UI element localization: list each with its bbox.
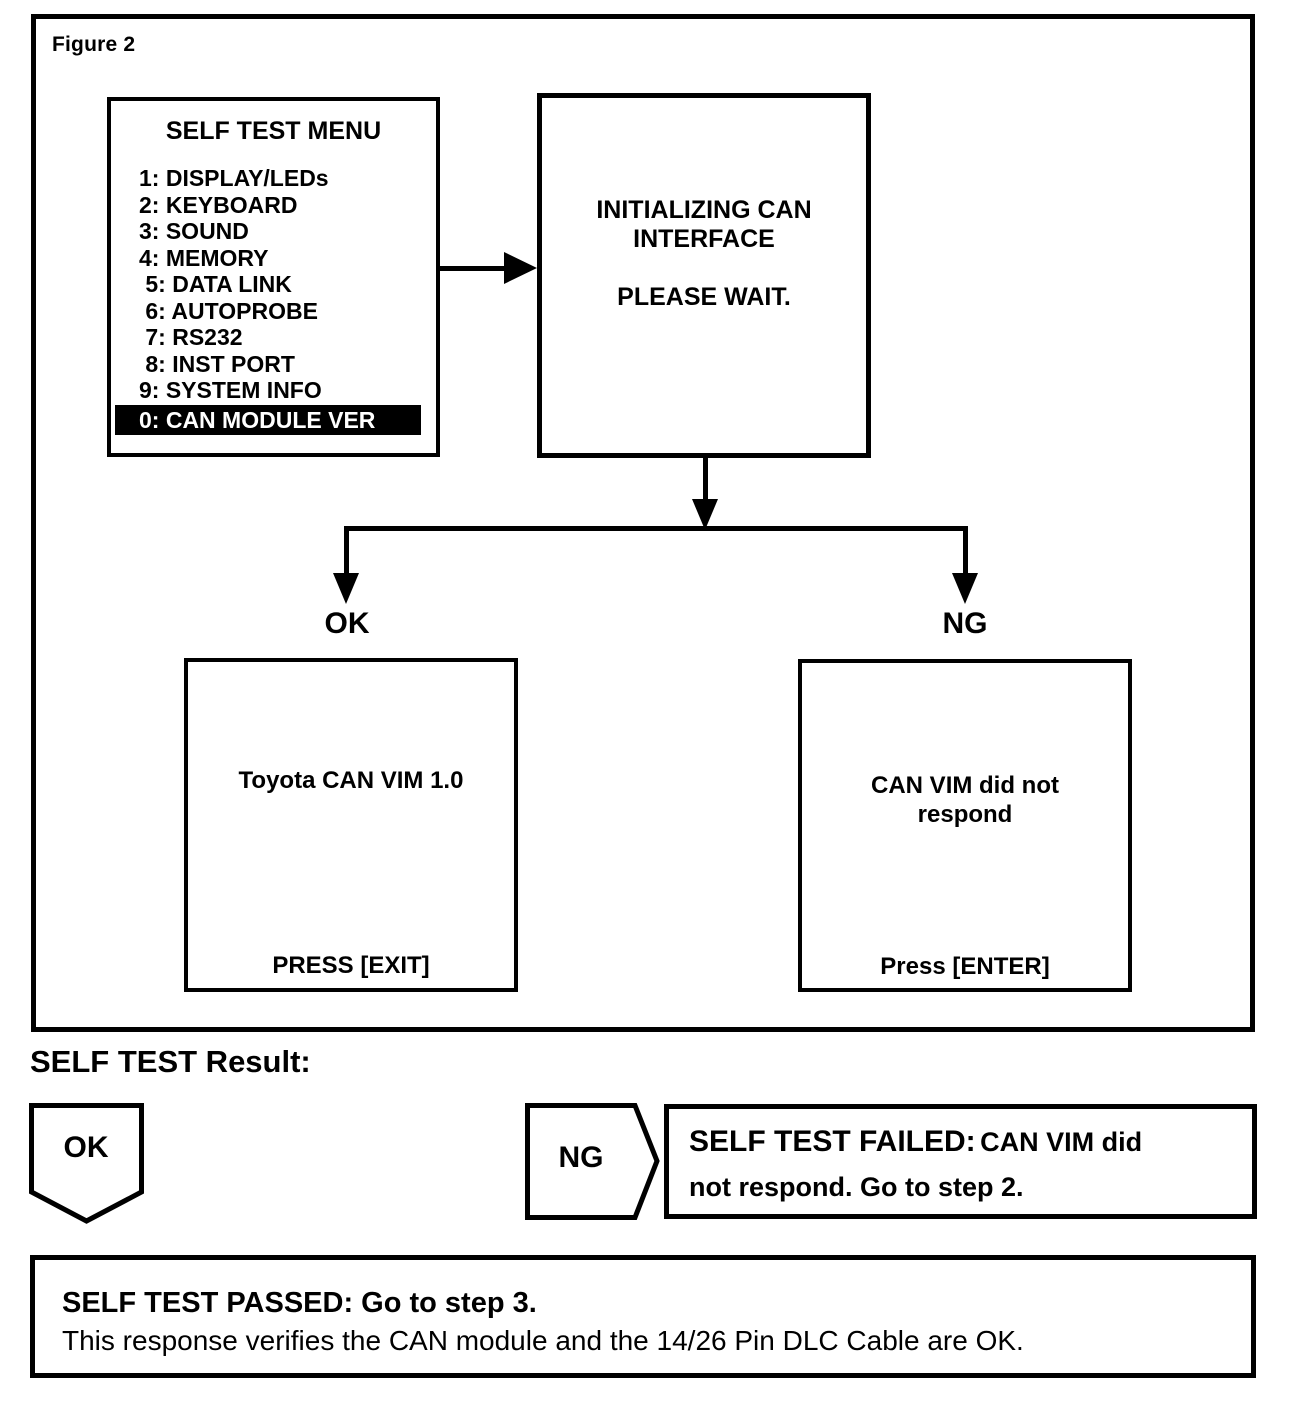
menu-item-6: 6: AUTOPROBE — [139, 297, 318, 324]
arrowhead-down-ng-icon — [952, 573, 978, 604]
ng-result-tag: NG — [525, 1103, 661, 1220]
connector-ok-down — [344, 528, 349, 575]
ng-pentagon-icon — [525, 1103, 660, 1220]
menu-item-2: 2: KEYBOARD — [139, 191, 298, 218]
ok-result-message: Toyota CAN VIM 1.0 — [238, 767, 464, 794]
ok-result-screen: Toyota CAN VIM 1.0 PRESS [EXIT] — [184, 658, 518, 992]
arrowhead-right-icon — [504, 252, 537, 284]
ok-tag-label: OK — [63, 1131, 109, 1164]
ok-result-action: PRESS [EXIT] — [272, 952, 430, 979]
init-wait-text: PLEASE WAIT. — [617, 283, 791, 311]
passed-text: This response verifies the CAN module an… — [62, 1325, 1024, 1356]
self-test-passed-box: SELF TEST PASSED: Go to step 3. This res… — [30, 1255, 1256, 1378]
menu-item-0-selected: 0: CAN MODULE VER — [115, 404, 421, 435]
connector-menu-to-init — [438, 266, 508, 271]
connector-branch-horizontal — [344, 526, 968, 531]
connector-init-down — [703, 456, 708, 502]
menu-title: SELF TEST MENU — [165, 117, 382, 145]
failed-text-line1: SELF TEST FAILED: CAN VIM did — [689, 1122, 1252, 1167]
failed-text-line2: not respond. Go to step 2. — [689, 1172, 1024, 1202]
menu-item-3: 3: SOUND — [139, 218, 249, 244]
menu-item-4: 4: MEMORY — [139, 244, 269, 271]
figure-label: Figure 2 — [52, 33, 136, 56]
menu-item-5: 5: DATA LINK — [139, 271, 292, 297]
arrowhead-down-center-icon — [692, 499, 718, 530]
menu-item-9: 9: SYSTEM INFO — [139, 377, 322, 403]
failed-title: SELF TEST FAILED: — [689, 1125, 976, 1158]
failed-text-line1-rest: CAN VIM did — [980, 1127, 1143, 1157]
init-heading: INITIALIZING CAN INTERFACE — [542, 196, 866, 253]
menu-item-7: 7: RS232 — [139, 324, 243, 350]
branch-label-ok: OK — [324, 607, 370, 640]
menu-item-list: 1: DISPLAY/LEDs 2: KEYBOARD 3: SOUND 4: … — [115, 165, 430, 435]
ng-result-message-line1: CAN VIM did not — [871, 772, 1059, 799]
ok-result-tag: OK — [29, 1103, 145, 1224]
ng-result-screen: CAN VIM did not respond Press [ENTER] — [798, 659, 1132, 992]
passed-title: SELF TEST PASSED: Go to step 3. — [62, 1287, 537, 1319]
ng-tag-label: NG — [558, 1141, 604, 1174]
initializing-screen: INITIALIZING CAN INTERFACE PLEASE WAIT. — [537, 93, 871, 458]
self-test-menu-screen: SELF TEST MENU 1: DISPLAY/LEDs 2: KEYBOA… — [107, 97, 440, 457]
menu-item-8: 8: INST PORT — [139, 350, 295, 377]
ng-result-message: CAN VIM did not respond — [802, 771, 1128, 829]
figure-frame — [31, 14, 1255, 1032]
menu-item-1: 1: DISPLAY/LEDs — [139, 165, 329, 191]
branch-label-ng: NG — [942, 607, 988, 640]
ng-result-action: Press [ENTER] — [880, 953, 1050, 980]
init-heading-line1: INITIALIZING CAN — [596, 196, 812, 224]
arrowhead-down-ok-icon — [333, 573, 359, 604]
init-heading-line2: INTERFACE — [633, 224, 775, 253]
ng-result-message-line2: respond — [917, 801, 1013, 828]
self-test-failed-box: SELF TEST FAILED: CAN VIM did not respon… — [664, 1104, 1257, 1219]
self-test-result-heading: SELF TEST Result: — [30, 1044, 311, 1079]
ok-pentagon-icon — [29, 1103, 144, 1224]
connector-ng-down — [963, 528, 968, 575]
